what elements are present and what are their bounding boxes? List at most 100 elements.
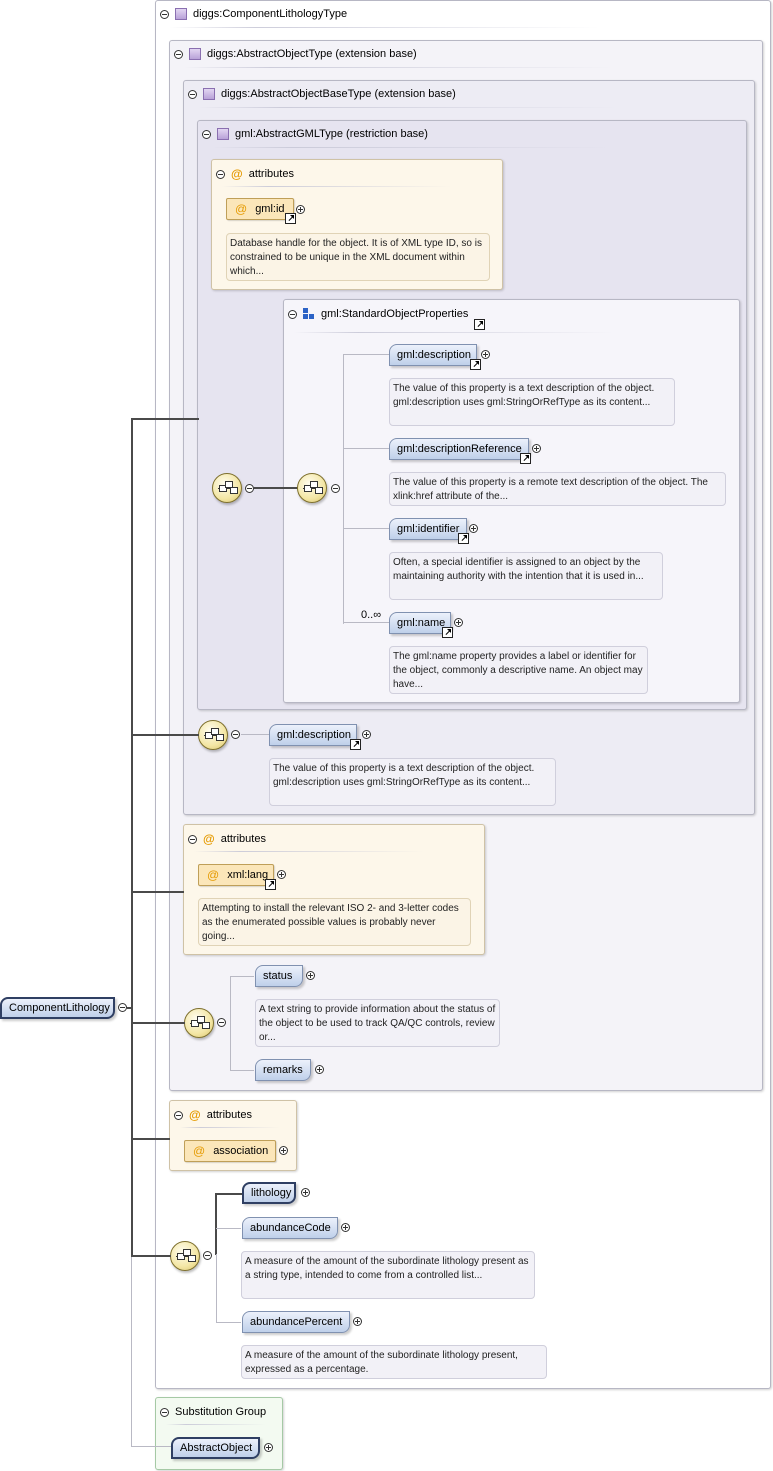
- collapse-icon[interactable]: [160, 1407, 169, 1417]
- expand-icon[interactable]: [306, 971, 315, 980]
- association-attribute[interactable]: @ association: [184, 1140, 276, 1162]
- component-lithology-type-header: diggs:ComponentLithologyType: [160, 7, 347, 21]
- base-attributes-header: @ attributes: [188, 832, 266, 846]
- reference-arrow-icon[interactable]: [265, 879, 276, 890]
- expand-icon[interactable]: [454, 618, 463, 627]
- lithology-element[interactable]: lithology: [242, 1182, 296, 1204]
- attribute-name: xml:lang: [227, 869, 269, 881]
- substitution-group-label: Substitution Group: [175, 1406, 267, 1418]
- gml-description-reference-doc: The value of this property is a remote t…: [389, 472, 726, 506]
- component-attributes-header: @ attributes: [174, 1108, 252, 1122]
- collapse-icon[interactable]: [188, 89, 197, 99]
- element-name: gml:name: [397, 617, 446, 629]
- element-name: gml:description: [277, 729, 351, 741]
- collapse-icon[interactable]: [188, 834, 197, 844]
- collapse-icon[interactable]: [331, 484, 340, 493]
- collapse-icon[interactable]: [217, 1018, 226, 1027]
- collapse-icon[interactable]: [174, 49, 183, 59]
- collapse-icon[interactable]: [203, 1251, 212, 1260]
- sequence-icon[interactable]: [297, 473, 327, 503]
- gml-description-element[interactable]: gml:description: [389, 344, 477, 366]
- substitution-group-header: Substitution Group: [160, 1405, 266, 1419]
- collapse-icon[interactable]: [231, 730, 240, 739]
- attribute-icon: @: [189, 1108, 201, 1122]
- sequence-icon[interactable]: [170, 1241, 200, 1271]
- expand-icon[interactable]: [341, 1223, 350, 1232]
- attributes-label: attributes: [206, 1109, 252, 1121]
- complex-type-icon: [189, 48, 201, 60]
- complex-type-icon: [217, 128, 229, 140]
- gml-id-attribute[interactable]: @ gml:id: [226, 198, 294, 220]
- gml-name-element[interactable]: gml:name: [389, 612, 451, 634]
- reference-arrow-icon[interactable]: [458, 533, 469, 544]
- status-element[interactable]: status: [255, 965, 303, 987]
- gml-attributes-header: @ attributes: [216, 167, 294, 181]
- reference-arrow-icon[interactable]: [520, 453, 531, 464]
- expand-icon[interactable]: [315, 1065, 324, 1074]
- element-name: abundancePercent: [250, 1316, 343, 1328]
- attributes-label: attributes: [220, 833, 266, 845]
- expand-icon[interactable]: [469, 524, 478, 533]
- collapse-icon[interactable]: [174, 1110, 183, 1120]
- standard-object-properties-header: gml:StandardObjectProperties: [288, 307, 468, 321]
- sequence-icon[interactable]: [198, 720, 228, 750]
- gml-description-reference-element[interactable]: gml:descriptionReference: [389, 438, 529, 460]
- element-name: abundanceCode: [250, 1222, 331, 1234]
- collapse-icon[interactable]: [216, 169, 225, 179]
- element-name: gml:description: [397, 349, 471, 361]
- complex-type-icon: [203, 88, 215, 100]
- abundance-percent-doc: A measure of the amount of the subordina…: [241, 1345, 547, 1379]
- expand-icon[interactable]: [277, 870, 286, 879]
- reference-arrow-icon[interactable]: [474, 319, 485, 330]
- element-name: gml:descriptionReference: [397, 443, 522, 455]
- collapse-icon[interactable]: [202, 129, 211, 139]
- expand-icon[interactable]: [532, 444, 541, 453]
- collapse-icon[interactable]: [245, 484, 254, 493]
- expand-icon[interactable]: [353, 1317, 362, 1326]
- gml-description-doc: The value of this property is a text des…: [269, 758, 556, 806]
- remarks-element[interactable]: remarks: [255, 1059, 311, 1081]
- expand-icon[interactable]: [296, 205, 305, 214]
- group-label: gml:StandardObjectProperties: [321, 308, 469, 320]
- attribute-icon: @: [207, 868, 220, 882]
- collapse-icon[interactable]: [118, 1003, 127, 1012]
- abstract-gml-type-header: gml:AbstractGMLType (restriction base): [202, 127, 428, 141]
- expand-icon[interactable]: [301, 1188, 310, 1197]
- complex-type-icon: [175, 8, 187, 20]
- gml-description-element[interactable]: gml:description: [269, 724, 357, 746]
- status-doc: A text string to provide information abo…: [255, 999, 500, 1047]
- gml-identifier-element[interactable]: gml:identifier: [389, 518, 467, 540]
- abstract-object-type-header: diggs:AbstractObjectType (extension base…: [174, 47, 417, 61]
- attribute-icon: @: [231, 167, 243, 181]
- collapse-icon[interactable]: [288, 309, 297, 319]
- component-lithology-root-element[interactable]: ComponentLithology: [0, 997, 115, 1019]
- sequence-icon[interactable]: [184, 1008, 214, 1038]
- gml-identifier-doc: Often, a special identifier is assigned …: [389, 552, 663, 600]
- expand-icon[interactable]: [279, 1146, 288, 1155]
- gml-name-doc: The gml:name property provides a label o…: [389, 646, 648, 694]
- collapse-icon[interactable]: [160, 9, 169, 19]
- xml-lang-attribute[interactable]: @ xml:lang: [198, 864, 274, 886]
- reference-arrow-icon[interactable]: [442, 627, 453, 638]
- gml-id-doc: Database handle for the object. It is of…: [226, 233, 490, 281]
- abstract-object-base-type-header: diggs:AbstractObjectBaseType (extension …: [188, 87, 456, 101]
- element-name: status: [263, 970, 293, 982]
- type-label: diggs:ComponentLithologyType: [193, 8, 348, 20]
- attribute-icon: @: [203, 832, 215, 846]
- reference-arrow-icon[interactable]: [350, 739, 361, 750]
- expand-icon[interactable]: [481, 350, 490, 359]
- reference-arrow-icon[interactable]: [285, 213, 296, 224]
- element-name: AbstractObject: [180, 1442, 253, 1454]
- group-icon: [303, 308, 315, 320]
- attribute-icon: @: [235, 202, 248, 216]
- xml-lang-doc: Attempting to install the relevant ISO 2…: [198, 898, 471, 946]
- abstract-object-element[interactable]: AbstractObject: [171, 1437, 260, 1459]
- abundance-percent-element[interactable]: abundancePercent: [242, 1311, 350, 1333]
- abundance-code-element[interactable]: abundanceCode: [242, 1217, 338, 1239]
- sequence-icon[interactable]: [212, 473, 242, 503]
- multiplicity-label: 0..∞: [361, 609, 382, 621]
- element-name: ComponentLithology: [9, 1002, 110, 1014]
- expand-icon[interactable]: [362, 730, 371, 739]
- expand-icon[interactable]: [264, 1443, 273, 1452]
- reference-arrow-icon[interactable]: [470, 359, 481, 370]
